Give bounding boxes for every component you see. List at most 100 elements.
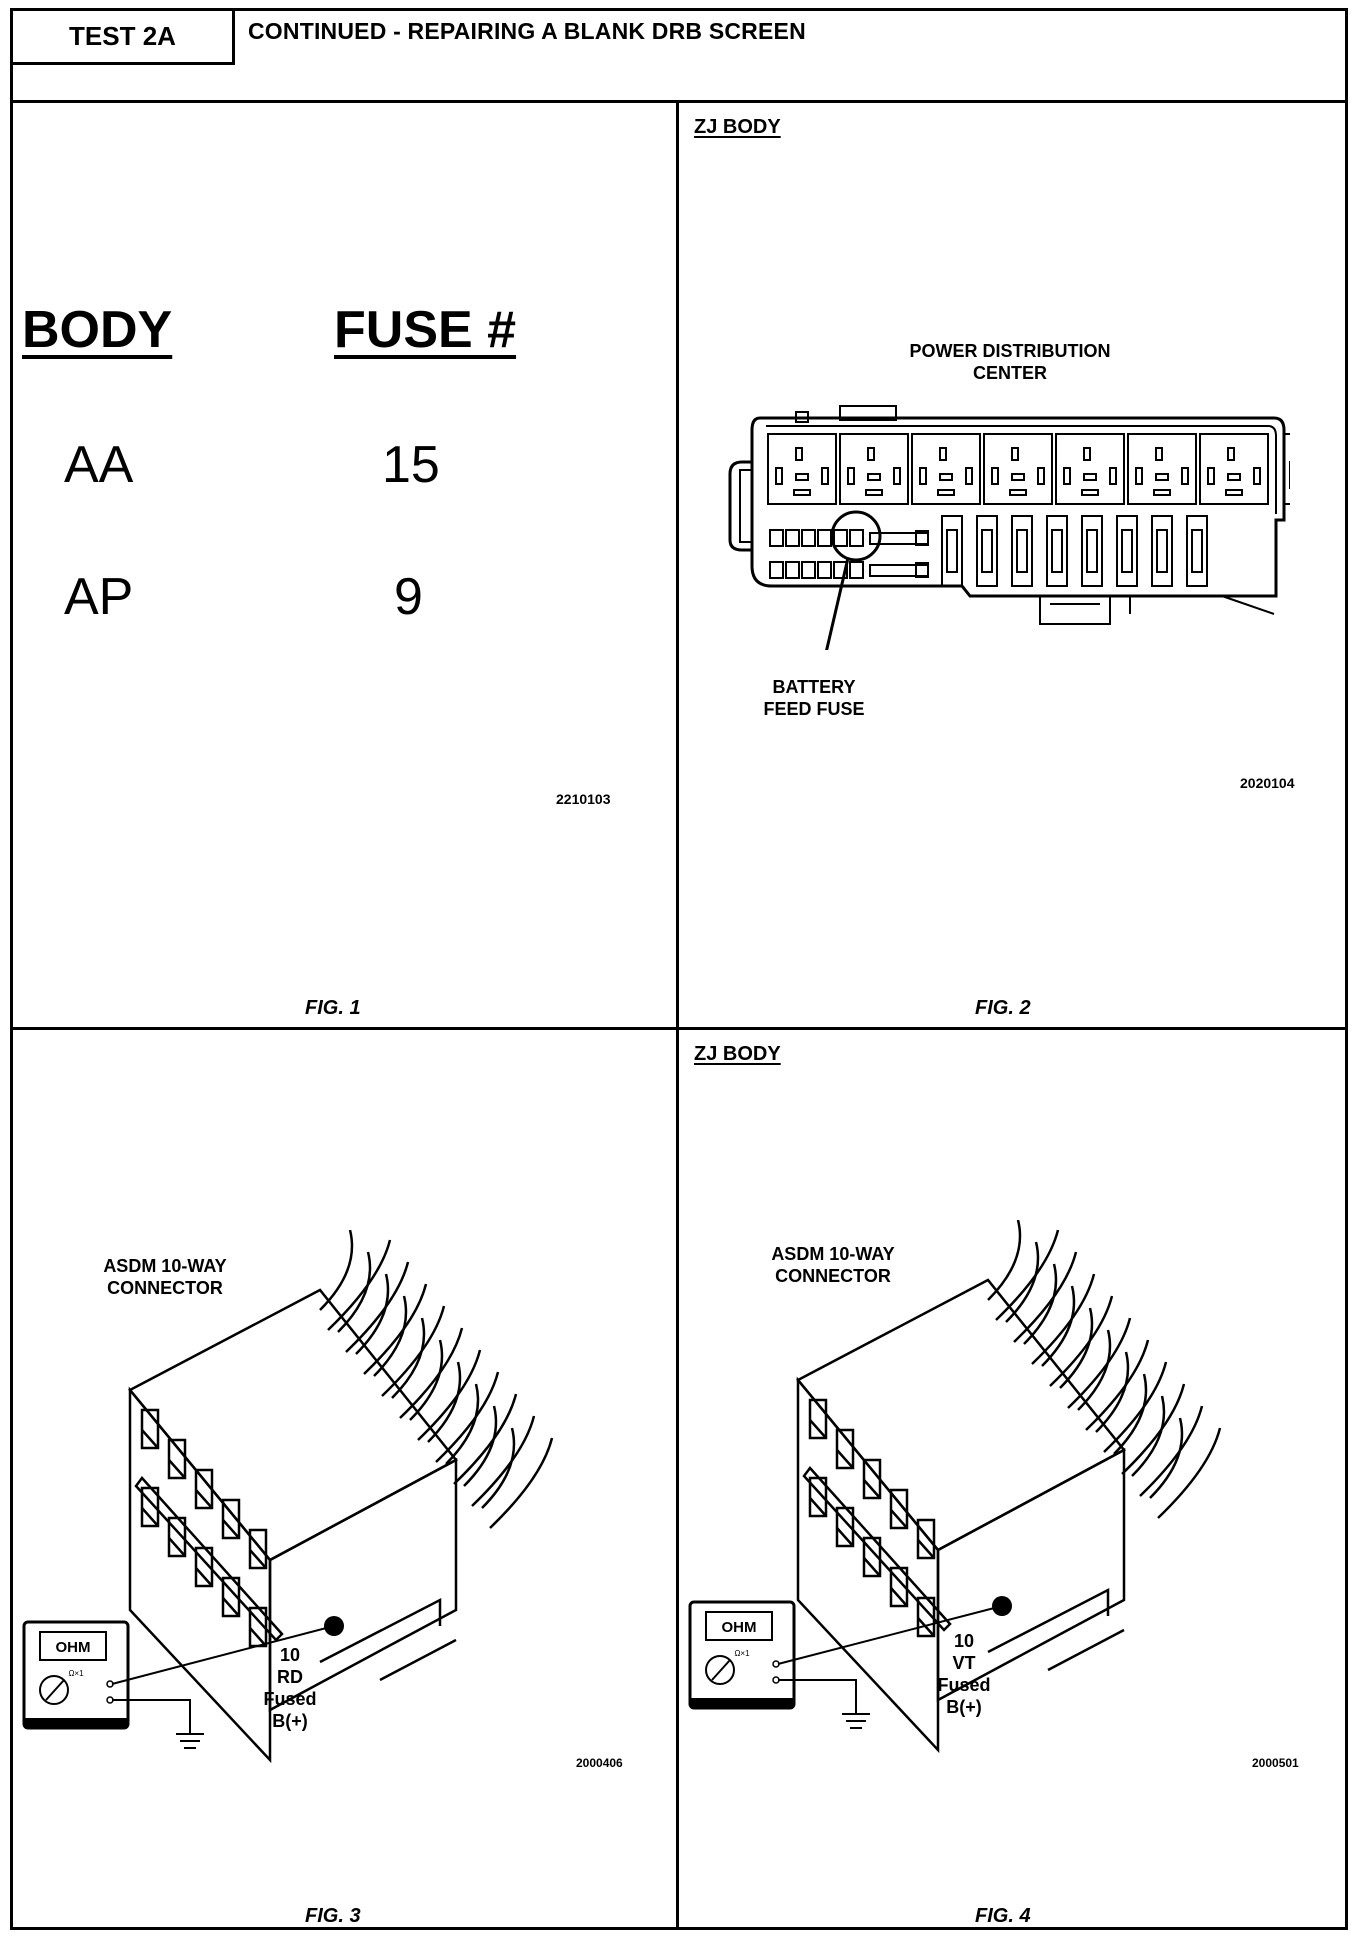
terminal-cavity bbox=[221, 1576, 241, 1618]
maxi-fuse bbox=[1046, 515, 1068, 587]
ground-lead bbox=[778, 1679, 857, 1714]
fig3-code: 2000406 bbox=[576, 1756, 623, 1770]
relay bbox=[911, 433, 981, 505]
pdc-housing bbox=[750, 416, 1286, 598]
terminal-cavity bbox=[862, 1458, 882, 1500]
fig4-wire-label: 10 VT Fused B(+) bbox=[937, 1631, 991, 1717]
fig3-wire-label: 10 RD Fused B(+) bbox=[263, 1645, 317, 1731]
fig2-caption: FIG. 2 bbox=[975, 997, 1031, 1019]
pdc-left-bracket bbox=[728, 460, 752, 552]
ohmmeter: OHM Ω×1 bbox=[22, 1620, 130, 1730]
terminal-cavity bbox=[808, 1398, 828, 1440]
page-frame bbox=[10, 8, 1348, 1930]
connector-front-face bbox=[796, 1376, 940, 1754]
meter-display-text: OHM bbox=[56, 1639, 91, 1656]
terminal-cavity bbox=[916, 1518, 936, 1560]
terminal-cavity bbox=[167, 1438, 187, 1480]
terminal-cavity bbox=[140, 1408, 160, 1450]
positive-probe-lead bbox=[777, 1605, 1003, 1665]
terminal-cavity bbox=[221, 1498, 241, 1540]
wire bbox=[319, 1230, 354, 1311]
relay bbox=[1199, 433, 1269, 505]
terminal-cavity bbox=[194, 1468, 214, 1510]
mini-fuse bbox=[769, 529, 784, 547]
column-divider bbox=[676, 100, 679, 1930]
wire bbox=[1131, 1395, 1166, 1477]
wire bbox=[463, 1405, 498, 1487]
test-label: TEST 2A bbox=[10, 8, 235, 65]
body-column-header: BODY bbox=[22, 301, 173, 359]
pdc-bottom-mount bbox=[1039, 595, 1111, 625]
maxi-fuse bbox=[1116, 515, 1138, 587]
maxi-fuse bbox=[976, 515, 998, 587]
fig2-section-title: ZJ BODY bbox=[694, 116, 781, 138]
mini-fuse bbox=[817, 529, 832, 547]
wire bbox=[337, 1251, 372, 1333]
terminal-cavity bbox=[862, 1536, 882, 1578]
pdc-relays bbox=[767, 433, 1269, 505]
relay bbox=[1127, 433, 1197, 505]
mini-fuse bbox=[849, 561, 864, 579]
fuse-column-header: FUSE # bbox=[334, 301, 517, 359]
fig1-caption: FIG. 1 bbox=[305, 997, 361, 1019]
body-value-row1: AA bbox=[64, 436, 134, 494]
fig1-code: 2210103 bbox=[556, 791, 611, 807]
fig2-code: 2020104 bbox=[1240, 775, 1295, 791]
mini-fuse bbox=[817, 561, 832, 579]
fig3-caption: FIG. 3 bbox=[305, 1905, 361, 1927]
mini-fuse bbox=[833, 561, 848, 579]
maxi-fuse bbox=[1186, 515, 1208, 587]
battery-feed-fuse-highlight bbox=[830, 510, 882, 562]
wire bbox=[1005, 1241, 1040, 1323]
relay bbox=[1055, 433, 1125, 505]
terminal-cavity bbox=[889, 1566, 909, 1608]
fig4-connector-diagram: OHM Ω×1 bbox=[688, 1220, 1222, 1754]
terminal-cavity bbox=[808, 1476, 828, 1518]
terminal-cavity bbox=[248, 1528, 268, 1570]
terminal-cavity bbox=[194, 1546, 214, 1588]
mini-fuse bbox=[849, 529, 864, 547]
fig3-connector-diagram: OHM Ω×1 bbox=[22, 1230, 554, 1764]
page-title: CONTINUED - REPAIRING A BLANK DRB SCREEN bbox=[248, 18, 806, 44]
connector-latch bbox=[802, 1466, 952, 1632]
terminal-cavity bbox=[835, 1428, 855, 1470]
fuse-value-row1: 15 bbox=[382, 436, 440, 494]
ground-lead bbox=[112, 1699, 191, 1734]
mini-fuse bbox=[785, 561, 800, 579]
terminal-cavity bbox=[889, 1488, 909, 1530]
wire bbox=[987, 1220, 1022, 1301]
battery-feed-fuse-callout: BATTERY FEED FUSE bbox=[763, 677, 865, 719]
mini-fuse bbox=[801, 529, 816, 547]
pdc-mini-fuses bbox=[769, 529, 929, 579]
relay bbox=[983, 433, 1053, 505]
fig3-connector-label: ASDM 10-WAY CONNECTOR bbox=[103, 1256, 227, 1298]
fuse-value-row2: 9 bbox=[394, 568, 423, 626]
mini-fuse bbox=[785, 529, 800, 547]
mini-fuse bbox=[833, 529, 848, 547]
probe-tip bbox=[324, 1616, 344, 1636]
body-value-row2: AP bbox=[64, 568, 134, 626]
pdc-label: POWER DISTRIBUTION CENTER bbox=[909, 341, 1111, 383]
connector-front-face bbox=[128, 1386, 272, 1764]
wire bbox=[1149, 1417, 1184, 1499]
relay bbox=[839, 433, 909, 505]
fig4-code: 2000501 bbox=[1252, 1756, 1299, 1770]
terminal-cavity bbox=[167, 1516, 187, 1558]
relay bbox=[767, 433, 837, 505]
ohmmeter: OHM Ω×1 bbox=[688, 1600, 796, 1710]
maxi-fuse bbox=[1011, 515, 1033, 587]
fig4-connector-label: ASDM 10-WAY CONNECTOR bbox=[771, 1244, 895, 1286]
mini-fuse bbox=[869, 564, 929, 577]
terminal-cavity bbox=[835, 1506, 855, 1548]
meter-dial-icon bbox=[705, 1655, 735, 1685]
row-divider bbox=[10, 1027, 1348, 1030]
svg-text:Ω×1: Ω×1 bbox=[68, 1669, 84, 1678]
pdc-maxi-fuses bbox=[941, 515, 1208, 587]
mini-fuse bbox=[801, 561, 816, 579]
callout-leader-line bbox=[825, 557, 850, 650]
meter-display-text: OHM bbox=[722, 1619, 757, 1636]
terminal-cavity bbox=[140, 1486, 160, 1528]
pdc-top-tab bbox=[839, 405, 897, 421]
terminal-cavity bbox=[916, 1596, 936, 1638]
connector-latch bbox=[134, 1476, 284, 1642]
